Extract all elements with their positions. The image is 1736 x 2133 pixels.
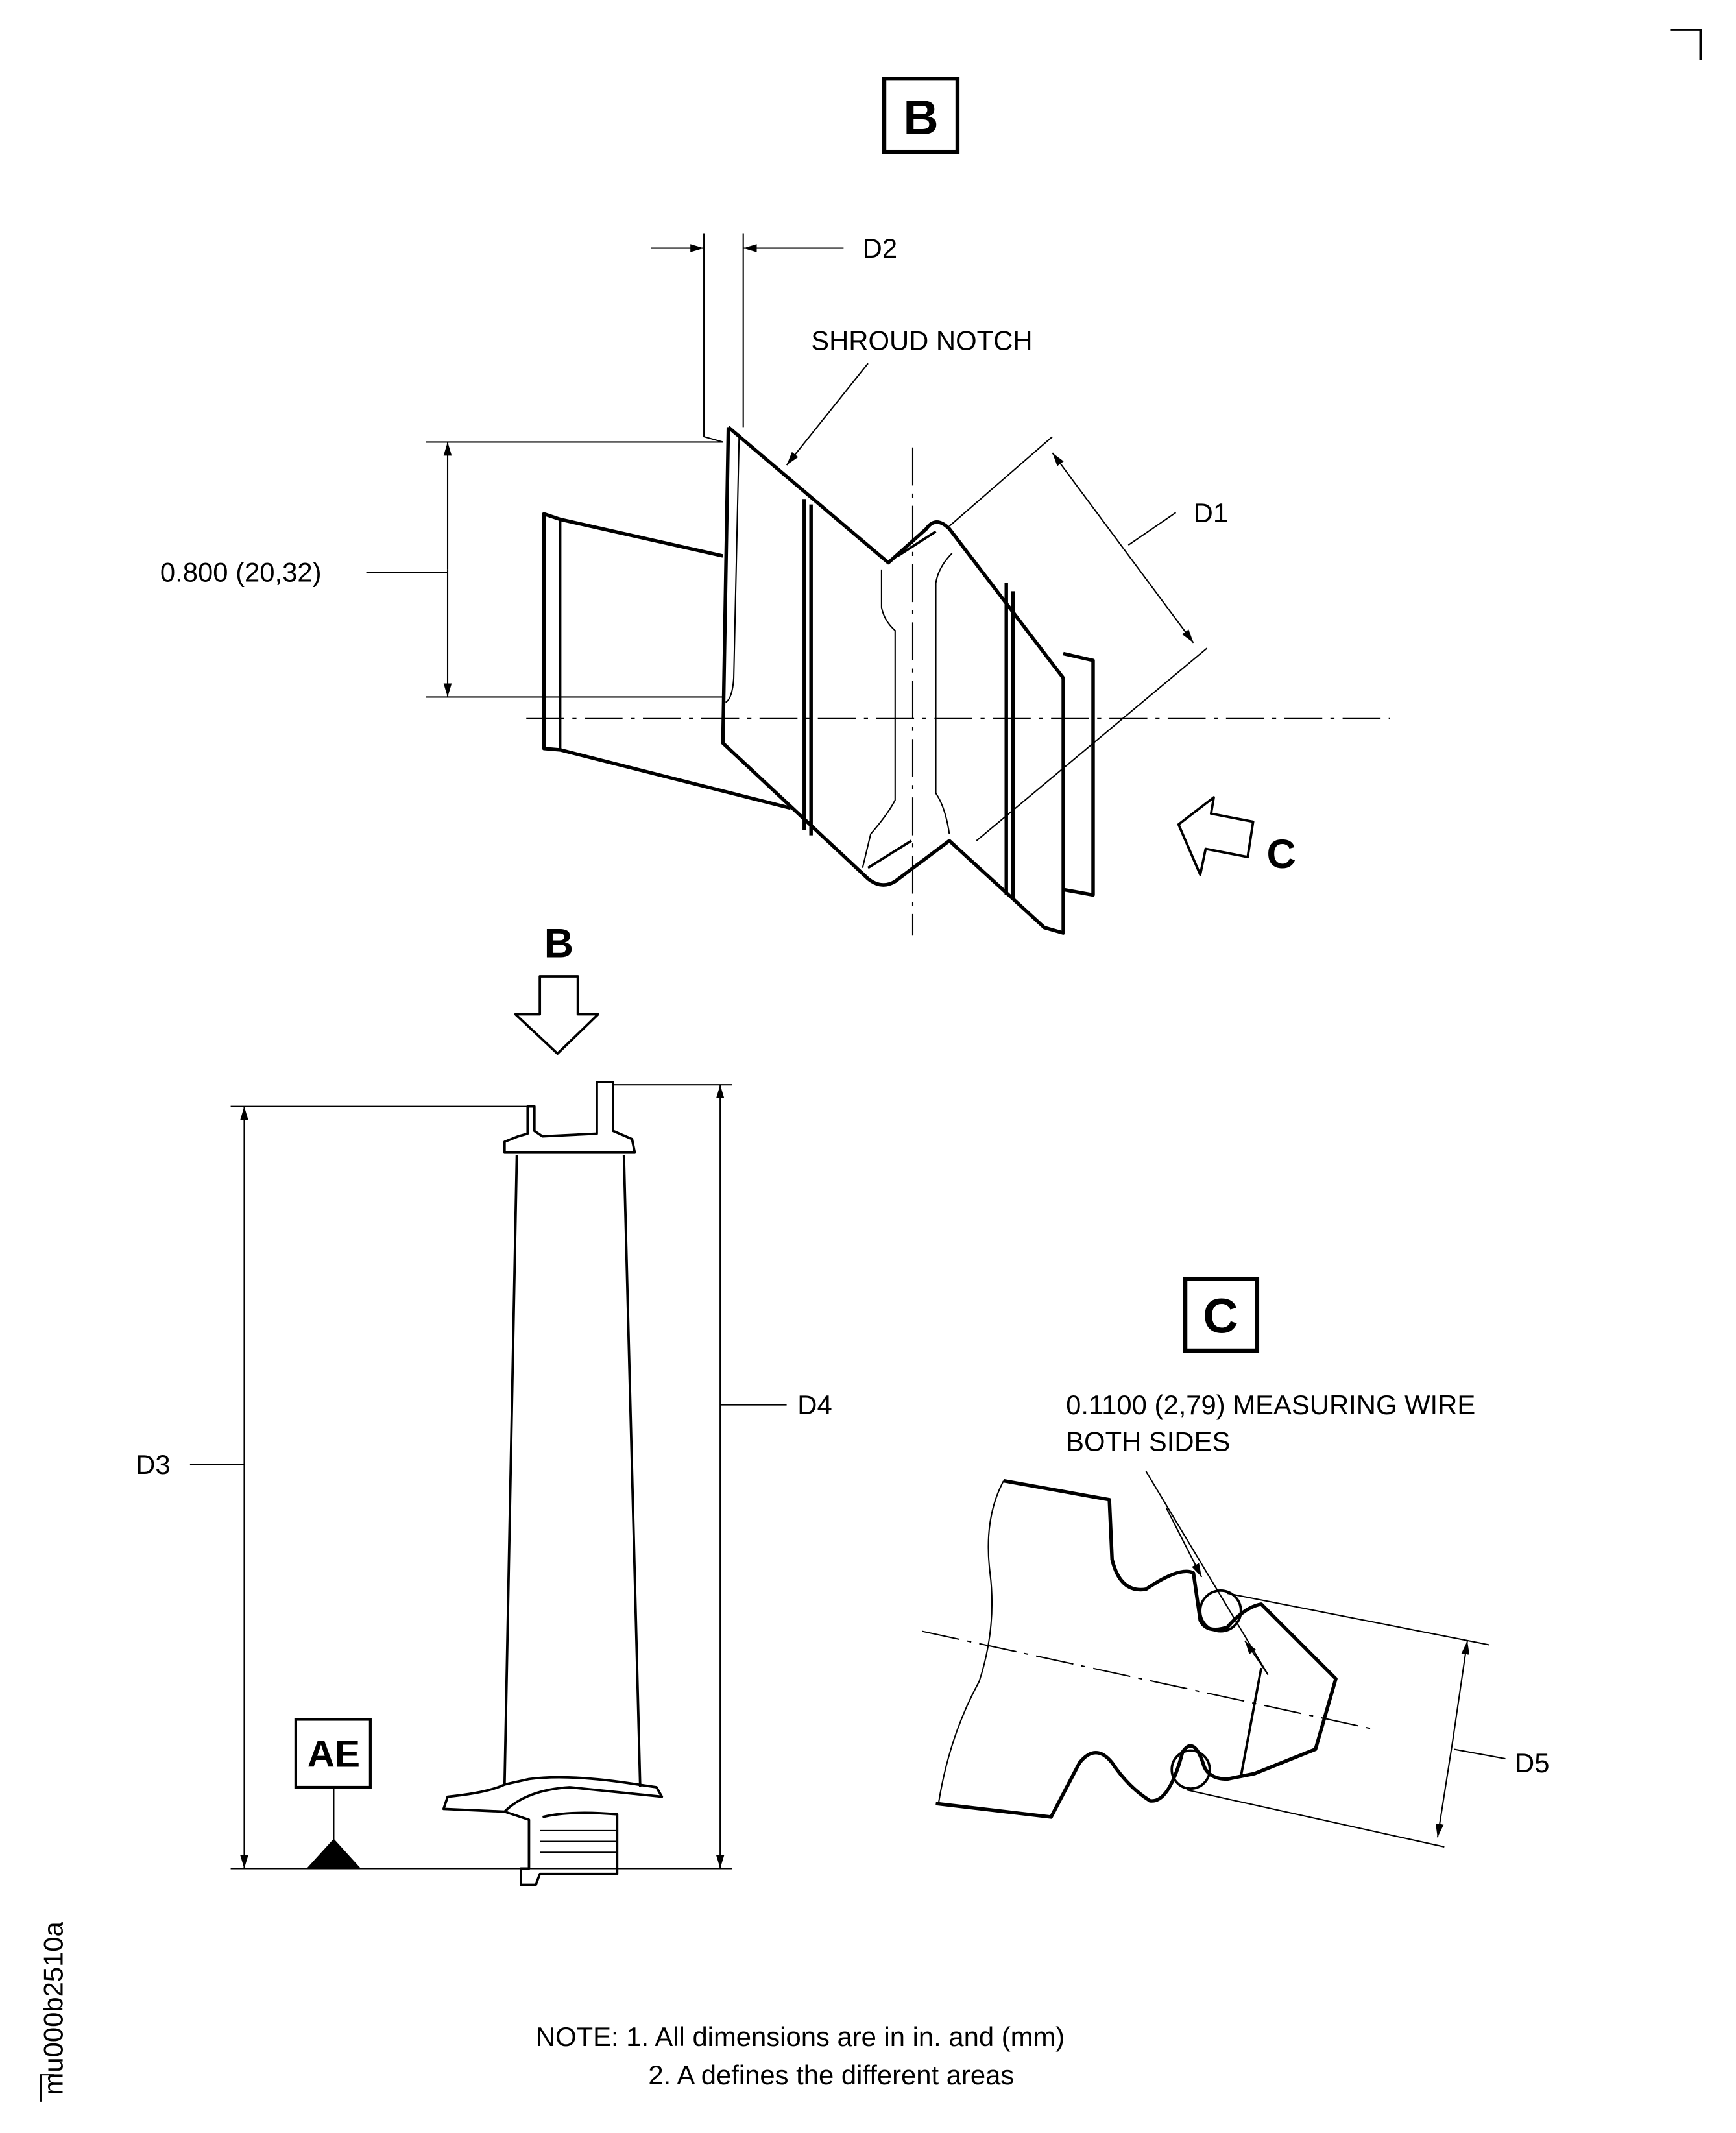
datum-triangle-icon	[306, 1838, 361, 1869]
dim-d5-label: D5	[1515, 1748, 1549, 1778]
dimension-d2: D2	[651, 233, 897, 443]
corner-mark	[1670, 29, 1702, 60]
datum-ae-label: AE	[307, 1733, 360, 1776]
view-c-centerline	[922, 1630, 1373, 1730]
shroud-top-view	[542, 426, 1095, 935]
blade-side-view: B D3 D4 AE	[136, 921, 832, 1886]
view-b-label-box	[882, 77, 960, 154]
figure-id: mu000b2510a	[38, 1921, 68, 2095]
wire-note-line1: 0.1100 (2,79) MEASURING WIRE	[1066, 1390, 1475, 1420]
dimension-d1: D1	[948, 436, 1228, 841]
dim-0800-label: 0.800 (20,32)	[160, 557, 322, 588]
shroud-notch-label: SHROUD NOTCH	[811, 325, 1032, 356]
dim-d2-label: D2	[863, 233, 897, 263]
view-c: C 0.1100 (2,79) MEASURING WIRE BOTH SIDE…	[922, 1276, 1549, 1848]
dim-d1-label: D1	[1194, 498, 1228, 528]
note-line-2: 2. A defines the different areas	[648, 2060, 1014, 2090]
view-c-arrow-icon	[1177, 796, 1255, 876]
view-b-arrow-icon	[514, 975, 599, 1055]
view-c-label-box	[1183, 1276, 1260, 1353]
dim-d3-label: D3	[136, 1449, 170, 1480]
note-line-1: NOTE: 1. All dimensions are in in. and (…	[536, 2021, 1065, 2052]
dimension-0800: 0.800 (20,32)	[160, 441, 723, 698]
view-c-arrow-label: C	[1267, 832, 1296, 877]
view-b: B D2 SHROUD NOTCH 0.800 (20,32)	[160, 77, 1390, 936]
view-b-label: B	[903, 90, 938, 145]
dim-d4-label: D4	[797, 1390, 832, 1420]
wire-note-line2: BOTH SIDES	[1066, 1427, 1230, 1457]
view-b-arrow-label: B	[544, 921, 573, 967]
view-c-label: C	[1203, 1289, 1238, 1344]
shroud-notch-leader	[786, 363, 869, 466]
